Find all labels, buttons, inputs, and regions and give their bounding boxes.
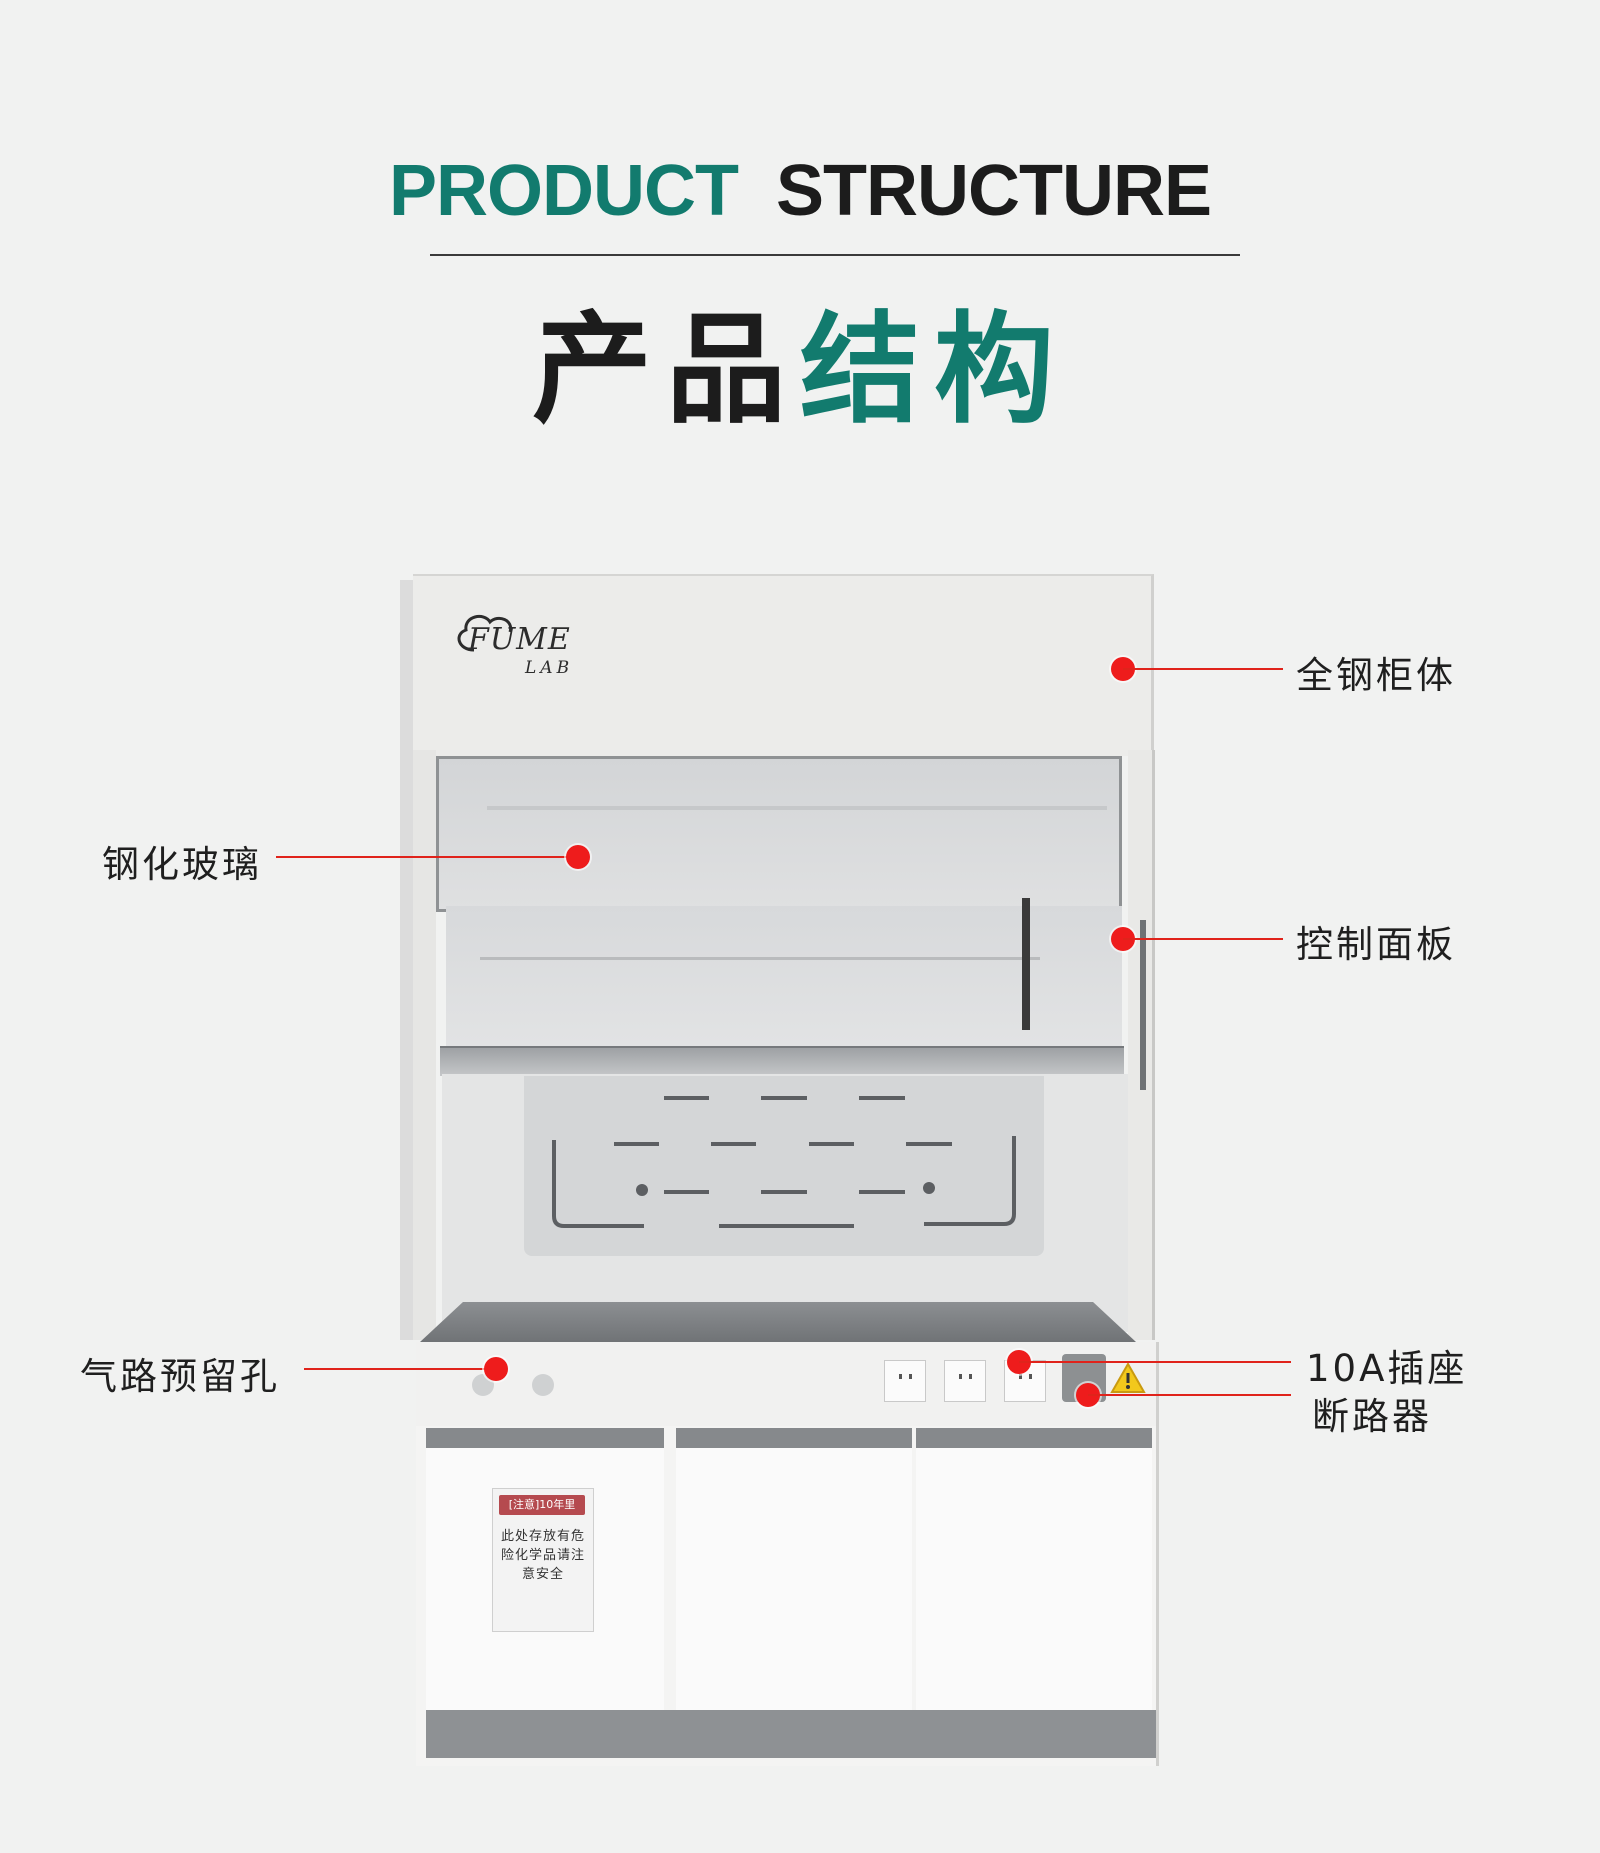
brand-subname: LAB xyxy=(525,658,574,678)
hood-top-panel xyxy=(413,574,1154,756)
title-cn-part1: 产品 xyxy=(532,301,800,440)
lower-glass-pane xyxy=(446,906,1122,1046)
callout-steel-body: 全钢柜体 xyxy=(1296,654,1456,697)
gas-hole-2 xyxy=(532,1374,554,1396)
control-panel-strip xyxy=(1022,898,1030,1030)
callout-tempered-glass: 钢化玻璃 xyxy=(102,843,262,886)
callout-breaker: 断路器 xyxy=(1312,1395,1432,1438)
leader-steel-body xyxy=(1123,668,1283,670)
callout-gas-holes: 气路预留孔 xyxy=(80,1355,280,1398)
warning-triangle-icon xyxy=(1110,1362,1146,1393)
leader-tempered-glass xyxy=(276,856,578,858)
title-cn-part2: 结构 xyxy=(800,301,1068,440)
hood-left-edge xyxy=(400,580,416,1340)
socket-outlet-2 xyxy=(944,1360,986,1402)
callout-control-panel: 控制面板 xyxy=(1296,923,1456,966)
baffle-slots xyxy=(552,1096,1016,1228)
sash-bottom-rail xyxy=(440,1046,1124,1076)
side-handle xyxy=(1140,920,1146,1090)
gas-hole-1 xyxy=(472,1374,494,1396)
marker-tempered-glass xyxy=(566,845,590,869)
cabinet-door-middle xyxy=(676,1428,912,1728)
service-panel xyxy=(416,1342,1159,1426)
cabinet-plinth xyxy=(426,1710,1156,1758)
cabinet-door-right xyxy=(916,1428,1152,1728)
title-divider xyxy=(430,254,1240,256)
leader-gas-holes xyxy=(304,1368,496,1370)
title-word-product: PRODUCT xyxy=(389,151,739,231)
title-chinese: 产品结构 xyxy=(0,272,1600,446)
cloud-logo-icon xyxy=(457,614,513,652)
hazard-label-text: 此处存放有危险化学品请注意安全 xyxy=(501,1529,586,1582)
socket-outlet-1 xyxy=(884,1360,926,1402)
title-english: PRODUCT STRUCTURE xyxy=(0,150,1600,232)
leader-socket xyxy=(1019,1361,1291,1363)
title-word-structure: STRUCTURE xyxy=(776,151,1212,231)
marker-gas-holes xyxy=(484,1357,508,1381)
hood-left-frame xyxy=(413,750,436,1340)
glass-crossbar xyxy=(480,957,1040,960)
upper-glass-pane xyxy=(436,756,1122,912)
hazard-label: [注意]10年里 此处存放有危险化学品请注意安全 xyxy=(492,1488,594,1632)
brand-name: FUME xyxy=(468,622,571,657)
hazard-label-header: [注意]10年里 xyxy=(499,1495,585,1515)
callout-socket: 10A插座 xyxy=(1306,1347,1468,1390)
upper-glass-shelf xyxy=(487,806,1107,810)
worktop xyxy=(420,1302,1136,1342)
leader-control-panel xyxy=(1123,938,1283,940)
leader-breaker xyxy=(1088,1394,1291,1396)
